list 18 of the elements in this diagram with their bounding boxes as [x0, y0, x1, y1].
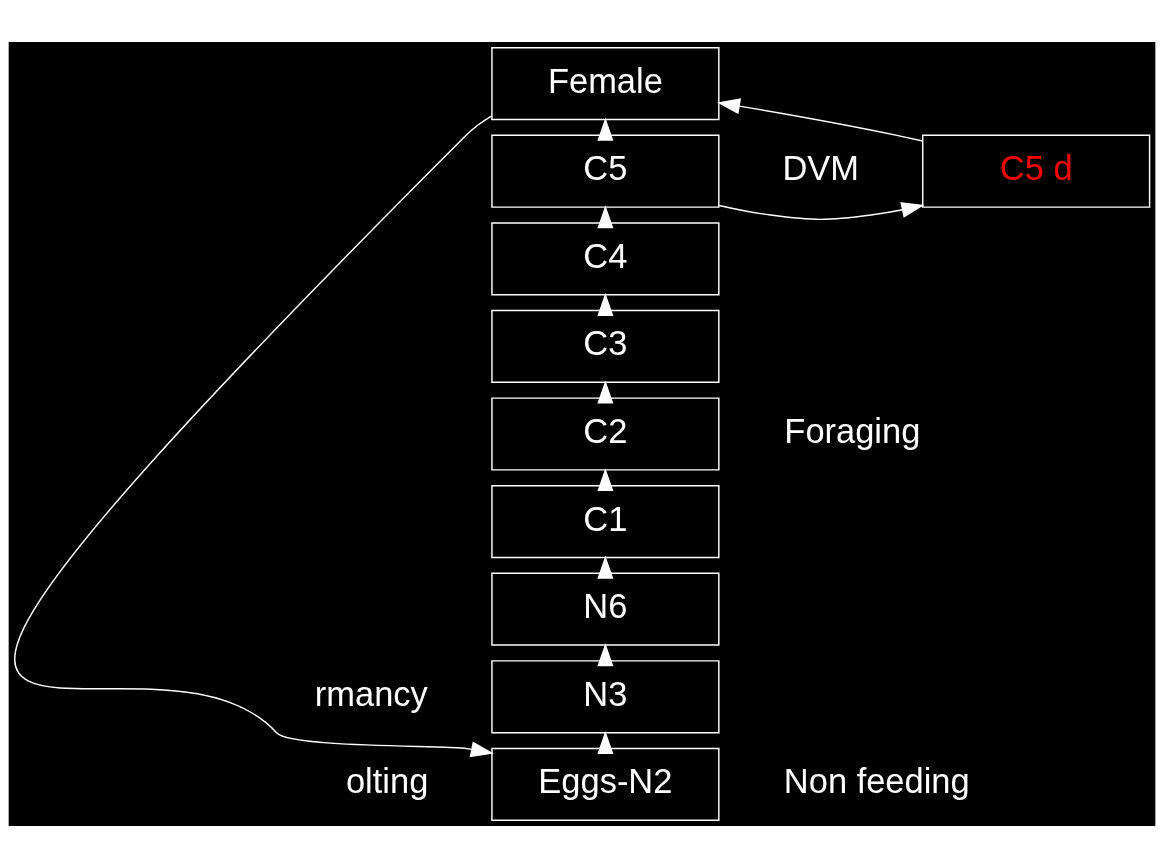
arrow — [597, 555, 614, 579]
arrow — [14, 115, 494, 758]
label: DVM — [782, 149, 860, 188]
arrow — [597, 205, 614, 229]
arrow — [597, 468, 614, 492]
arrow — [597, 643, 614, 667]
label: rmancy — [314, 674, 428, 713]
arrow — [597, 292, 614, 316]
label: olting — [345, 762, 429, 801]
arrow — [718, 202, 925, 221]
arrow — [717, 98, 924, 142]
node-box: Female — [491, 47, 720, 121]
arrow — [597, 730, 614, 754]
node-box: C5 d — [922, 134, 1151, 208]
arrow — [597, 380, 614, 404]
label: Foraging — [784, 411, 921, 450]
label: Non feeding — [783, 762, 970, 801]
arrow — [597, 117, 614, 141]
